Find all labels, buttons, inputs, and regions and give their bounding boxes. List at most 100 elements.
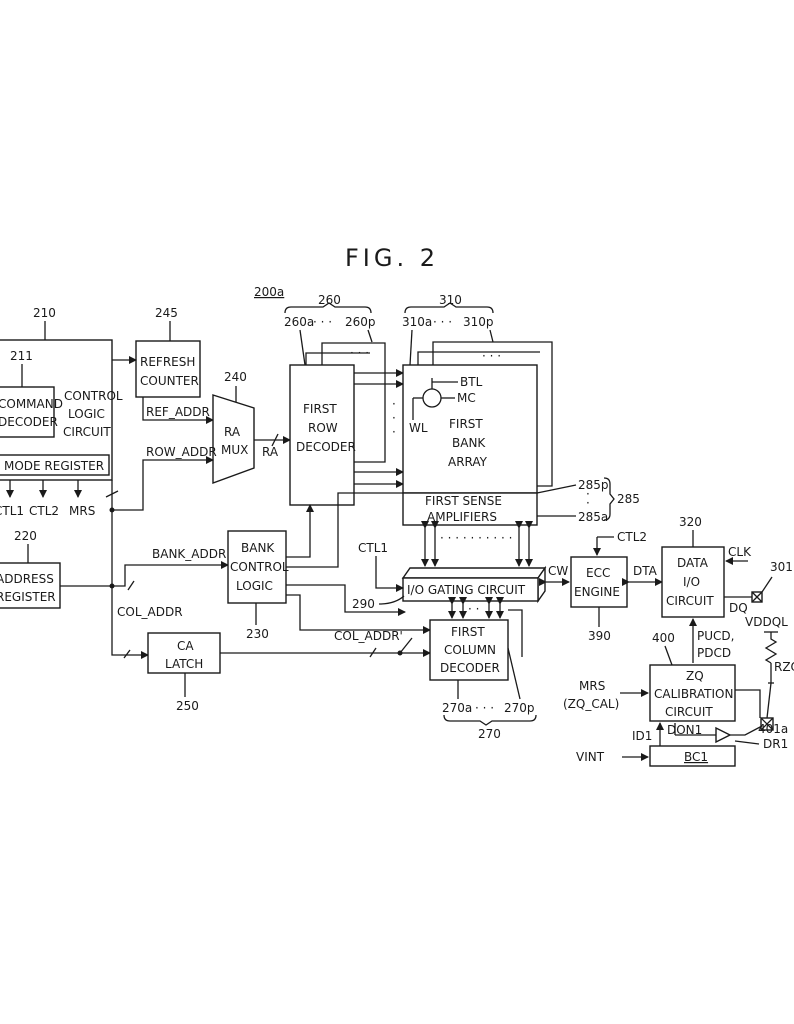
bitline-dots: · · · · · · · · · · bbox=[440, 531, 512, 545]
ra-mux-line1: RA bbox=[224, 425, 241, 439]
command-decoder-line2: DECODER bbox=[0, 415, 58, 429]
bank-array-stack-dots: · · · bbox=[482, 349, 501, 363]
signal-vddql: VDDQL bbox=[745, 615, 788, 629]
signal-mrs-zq: MRS bbox=[579, 679, 605, 693]
zq-ref: 400 bbox=[652, 631, 675, 645]
bank-array-btl: BTL bbox=[460, 375, 483, 389]
address-register-block: 220 ADDRESS REGISTER bbox=[0, 529, 61, 609]
wordline-dots-3: · bbox=[392, 425, 396, 439]
sense-amp-group-ref: 285 bbox=[617, 492, 640, 506]
signal-ctl2: CTL2 bbox=[617, 530, 647, 544]
signal-dq: DQ bbox=[729, 601, 748, 615]
driver-icon bbox=[715, 726, 732, 744]
signal-mrs-top: MRS bbox=[69, 504, 95, 518]
dq-pad-ref: 301 bbox=[770, 560, 793, 574]
bank-control-ref: 230 bbox=[246, 627, 269, 641]
sense-amp-line1: FIRST SENSE bbox=[425, 494, 502, 508]
wordline-dots-1: · bbox=[392, 397, 396, 411]
wordline-dots-2: · bbox=[392, 411, 396, 425]
signal-ref-addr: REF_ADDR bbox=[146, 405, 210, 419]
figure-title: FIG. 2 bbox=[345, 244, 439, 272]
bc1-block: BC1 bbox=[649, 745, 736, 767]
row-decoder-range-dots: · · · bbox=[313, 315, 332, 329]
signal-bank-addr: BANK_ADDR bbox=[152, 547, 226, 561]
bank-array-range-dots: · · · bbox=[433, 315, 452, 329]
row-decoder-stack-dots: · · · bbox=[350, 346, 369, 360]
bank-array-line2: BANK bbox=[452, 436, 486, 450]
row-decoder-line1: FIRST bbox=[303, 402, 337, 416]
bank-array-group-ref: 310 bbox=[439, 293, 462, 307]
control-logic-line2: LOGIC bbox=[68, 407, 105, 421]
bank-array-mc: MC bbox=[457, 391, 476, 405]
row-decoder-range-start: 260a bbox=[284, 315, 314, 329]
bank-array-wl: WL bbox=[409, 421, 428, 435]
signal-vint: VINT bbox=[576, 750, 605, 764]
row-decoder-group-ref: 260 bbox=[318, 293, 341, 307]
signal-col-addr: COL_ADDR bbox=[117, 605, 183, 619]
data-io-line3: CIRCUIT bbox=[666, 594, 714, 608]
refresh-counter-line1: REFRESH bbox=[140, 355, 195, 369]
refresh-counter-ref: 245 bbox=[155, 306, 178, 320]
column-decoder-range-start: 270a bbox=[442, 701, 472, 715]
data-io-block: DATA I/O CIRCUIT 320 bbox=[661, 515, 725, 618]
io-column-dots: · · bbox=[468, 602, 479, 616]
bank-array-line1: FIRST bbox=[449, 417, 483, 431]
column-decoder-range-dots: · · · bbox=[475, 701, 494, 715]
signal-dta: DTA bbox=[633, 564, 658, 578]
refresh-counter-block: 245 REFRESH COUNTER bbox=[135, 306, 201, 398]
address-register-ref: 220 bbox=[14, 529, 37, 543]
command-decoder-block: 211 COMMAND DECODER bbox=[0, 349, 63, 438]
command-decoder-ref: 211 bbox=[10, 349, 33, 363]
sense-amplifiers-block: FIRST SENSE AMPLIFIERS 285p 285a · · 285 bbox=[402, 477, 640, 526]
ecc-engine-line1: ECC bbox=[586, 566, 610, 580]
ecc-engine-ref: 390 bbox=[588, 629, 611, 643]
signal-row-addr: ROW_ADDR bbox=[146, 445, 217, 459]
bank-control-line3: LOGIC bbox=[236, 579, 273, 593]
column-decoder-range-end: 270p bbox=[504, 701, 535, 715]
column-decoder-group-ref: 270 bbox=[478, 727, 501, 741]
command-decoder-line1: COMMAND bbox=[0, 397, 63, 411]
zq-pad-ref: 401a bbox=[758, 722, 788, 736]
zq-line1: ZQ bbox=[686, 669, 704, 683]
ca-latch-ref: 250 bbox=[176, 699, 199, 713]
ca-latch-block: CA LATCH 250 bbox=[147, 632, 221, 713]
signal-rzq: RZQ bbox=[774, 660, 794, 674]
signal-ctl1-top: CTL1 bbox=[0, 504, 24, 518]
signal-ctl1: CTL1 bbox=[358, 541, 388, 555]
mode-register-label: MODE REGISTER bbox=[4, 459, 104, 473]
column-decoder-line2: COLUMN bbox=[444, 643, 496, 657]
sense-amp-line2: AMPLIFIERS bbox=[427, 510, 497, 524]
signal-ctl2-top: CTL2 bbox=[29, 504, 59, 518]
control-logic-line1: CONTROL bbox=[64, 389, 123, 403]
ca-latch-line1: CA bbox=[177, 639, 194, 653]
control-logic-line3: CIRCUIT bbox=[63, 425, 111, 439]
ra-mux-ref: 240 bbox=[224, 370, 247, 384]
ca-latch-line2: LATCH bbox=[165, 657, 203, 671]
zq-line3: CIRCUIT bbox=[665, 705, 713, 719]
sense-amp-ref-bottom: 285a bbox=[578, 510, 608, 524]
address-register-line1: ADDRESS bbox=[0, 572, 54, 586]
signal-cw: CW bbox=[548, 564, 568, 578]
signal-don1: DON1 bbox=[667, 723, 702, 737]
io-gating-ref: 290 bbox=[352, 597, 375, 611]
bank-array-line3: ARRAY bbox=[448, 455, 488, 469]
address-register-line2: REGISTER bbox=[0, 590, 56, 604]
row-decoder-line2: ROW bbox=[308, 421, 338, 435]
data-io-line2: I/O bbox=[683, 575, 700, 589]
signal-col-addr-prime: COL_ADDR' bbox=[334, 629, 403, 643]
signal-zq-cal: (ZQ_CAL) bbox=[563, 697, 619, 711]
bank-array-range-start: 310a bbox=[402, 315, 432, 329]
bank-control-line2: CONTROL bbox=[230, 560, 289, 574]
signal-pdcd: PDCD bbox=[697, 646, 731, 660]
io-gating-block: I/O GATING CIRCUIT 290 bbox=[352, 565, 547, 611]
bank-array-block: 310 310a · · · 310p · · · BTL MC WL FIRS… bbox=[402, 293, 553, 494]
control-logic-ref: 210 bbox=[33, 306, 56, 320]
ecc-engine-block: ECC ENGINE 390 bbox=[570, 556, 628, 643]
refresh-counter-line2: COUNTER bbox=[140, 374, 199, 388]
bank-control-line1: BANK bbox=[241, 541, 275, 555]
sense-amp-ref-top: 285p bbox=[578, 478, 609, 492]
bank-array-range-end: 310p bbox=[463, 315, 494, 329]
bank-control-logic-block: BANK CONTROL LOGIC 230 bbox=[227, 530, 289, 641]
data-io-ref: 320 bbox=[679, 515, 702, 529]
